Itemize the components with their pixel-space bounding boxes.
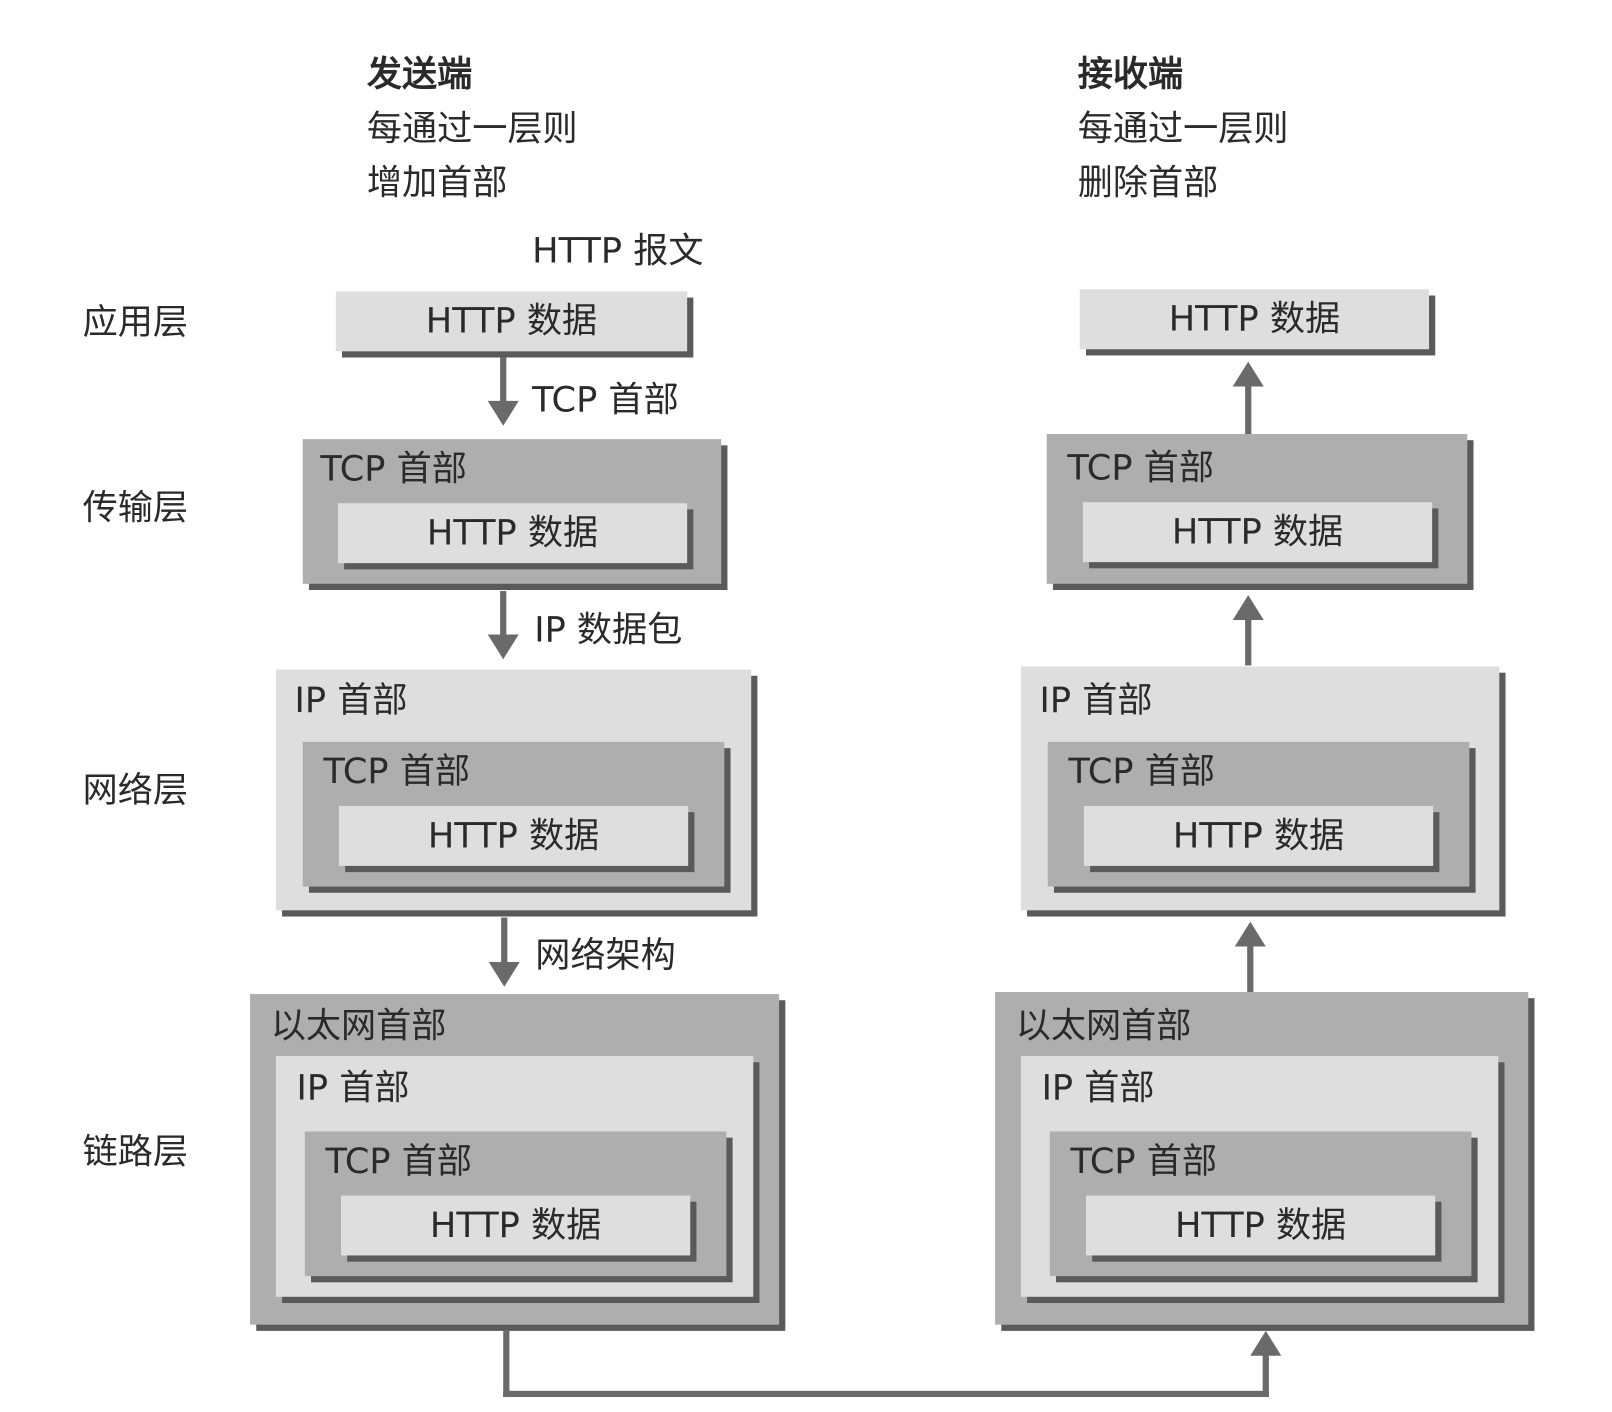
down-arrow-icon bbox=[488, 962, 520, 987]
up-arrow-icon bbox=[1250, 1330, 1282, 1356]
ethernet-header-label: 以太网首部 bbox=[1015, 1005, 1192, 1047]
tcp-header-label: TCP 首部 bbox=[1070, 1140, 1218, 1183]
connector-up-segment bbox=[1262, 1353, 1269, 1398]
down-arrow-shaft bbox=[500, 591, 507, 637]
http-data-label: HTTP 数据 bbox=[1174, 1204, 1347, 1247]
tcp-header-label: TCP 首部 bbox=[325, 1140, 473, 1183]
receiver-desc-line1: 每通过一层则 bbox=[1077, 108, 1289, 150]
layer-link: 链路层 bbox=[82, 1131, 189, 1173]
http-data-box: HTTP 数据 bbox=[340, 1195, 691, 1256]
down-arrow-icon bbox=[487, 634, 519, 660]
tcp-header-arrow-label: TCP 首部 bbox=[532, 379, 679, 421]
up-arrow-shaft bbox=[1245, 617, 1252, 666]
http-data-label: HTTP 数据 bbox=[429, 1204, 602, 1247]
http-data-box: HTTP 数据 bbox=[338, 805, 689, 866]
http-data-label: HTTP 数据 bbox=[426, 512, 599, 554]
sender-app-http-data: HTTP 数据 bbox=[335, 291, 688, 352]
http-data-label: HTTP 数据 bbox=[425, 300, 598, 343]
layer-transport: 传输层 bbox=[82, 487, 189, 530]
ip-header-label: IP 首部 bbox=[1039, 679, 1153, 722]
http-data-label: HTTP 数据 bbox=[427, 815, 600, 857]
http-data-box: HTTP 数据 bbox=[1083, 805, 1434, 866]
http-data-label: HTTP 数据 bbox=[1172, 815, 1345, 857]
sender-transport-segment: TCP 首部 HTTP 数据 bbox=[302, 439, 722, 584]
sender-desc-line1: 每通过一层则 bbox=[366, 108, 578, 150]
tcp-segment-box: TCP 首部 HTTP 数据 bbox=[1047, 741, 1470, 887]
ip-packet-box: IP 首部 TCP 首部 HTTP 数据 bbox=[275, 1056, 754, 1297]
down-arrow-shaft bbox=[500, 357, 507, 403]
http-data-box: HTTP 数据 bbox=[1082, 502, 1433, 563]
tcp-header-label: TCP 首部 bbox=[323, 751, 470, 793]
sender-desc-line2: 增加首部 bbox=[366, 162, 508, 204]
up-arrow-icon bbox=[1232, 361, 1264, 387]
receiver-title: 接收端 bbox=[1077, 53, 1184, 96]
receiver-transport-segment: TCP 首部 HTTP 数据 bbox=[1046, 433, 1468, 584]
connector-horizontal-segment bbox=[503, 1390, 1269, 1398]
tcp-segment-box: TCP 首部 HTTP 数据 bbox=[1049, 1131, 1472, 1277]
tcp-header-label: TCP 首部 bbox=[320, 448, 467, 490]
http-data-box: HTTP 数据 bbox=[337, 503, 688, 564]
receiver-app-http-data: HTTP 数据 bbox=[1079, 289, 1430, 350]
up-arrow-icon bbox=[1234, 921, 1266, 947]
ip-packet-box: IP 首部 TCP 首部 HTTP 数据 bbox=[1020, 1056, 1499, 1297]
http-data-box: HTTP 数据 bbox=[1085, 1195, 1436, 1256]
ip-header-label: IP 首部 bbox=[294, 679, 408, 722]
http-data-label: HTTP 数据 bbox=[1168, 298, 1341, 340]
ip-packet-arrow-label: IP 数据包 bbox=[534, 609, 683, 651]
sender-link-frame: 以太网首部 IP 首部 TCP 首部 HTTP 数据 bbox=[250, 994, 780, 1325]
receiver-link-frame: 以太网首部 IP 首部 TCP 首部 HTTP 数据 bbox=[995, 991, 1529, 1325]
ethernet-header-label: 以太网首部 bbox=[270, 1005, 447, 1047]
layer-network: 网络层 bbox=[82, 769, 189, 812]
sender-title: 发送端 bbox=[366, 53, 473, 96]
sender-network-packet: IP 首部 TCP 首部 HTTP 数据 bbox=[275, 669, 752, 911]
ip-header-label: IP 首部 bbox=[1041, 1067, 1155, 1109]
receiver-desc-line2: 删除首部 bbox=[1077, 162, 1219, 204]
up-arrow-shaft bbox=[1245, 384, 1252, 434]
layer-application: 应用层 bbox=[82, 301, 189, 344]
tcp-header-label: TCP 首部 bbox=[1068, 751, 1215, 793]
tcp-segment-box: TCP 首部 HTTP 数据 bbox=[302, 741, 725, 887]
network-arch-arrow-label: 网络架构 bbox=[535, 935, 676, 977]
http-message-label: HTTP 报文 bbox=[532, 230, 704, 272]
http-data-label: HTTP 数据 bbox=[1171, 511, 1344, 553]
down-arrow-icon bbox=[487, 400, 519, 426]
down-arrow-shaft bbox=[501, 917, 508, 965]
up-arrow-shaft bbox=[1247, 944, 1254, 992]
ip-header-label: IP 首部 bbox=[296, 1067, 410, 1109]
connector-down-segment bbox=[503, 1330, 510, 1398]
receiver-network-packet: IP 首部 TCP 首部 HTTP 数据 bbox=[1020, 666, 1500, 911]
up-arrow-icon bbox=[1232, 595, 1264, 620]
tcp-header-label: TCP 首部 bbox=[1067, 447, 1214, 489]
tcp-segment-box: TCP 首部 HTTP 数据 bbox=[304, 1131, 727, 1277]
